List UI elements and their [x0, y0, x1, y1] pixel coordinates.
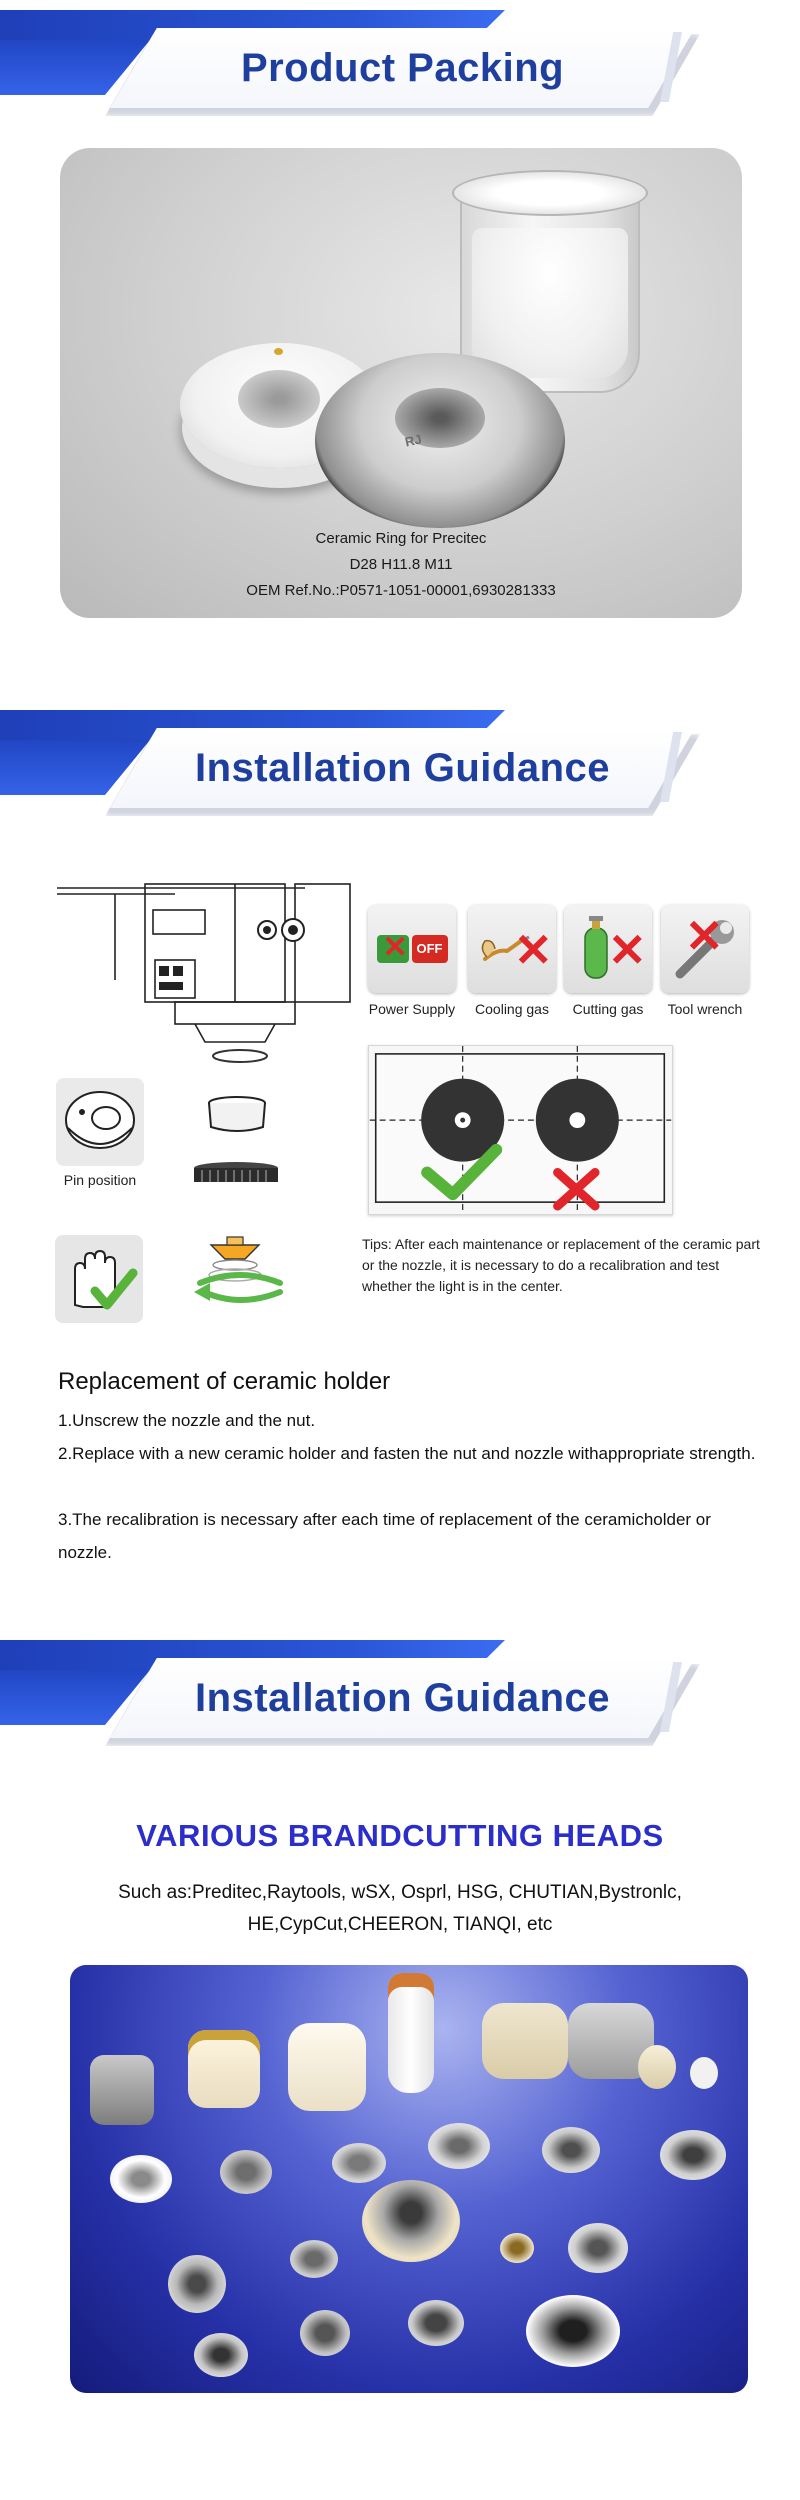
cooling-gas-icon: ✕ [468, 905, 556, 993]
pin-position-label: Pin position [63, 1172, 137, 1188]
ceramic-part [408, 2300, 464, 2346]
ceramic-part [194, 2333, 248, 2377]
ceramic-part [428, 2123, 490, 2169]
ceramic-part [110, 2155, 172, 2203]
rotate-arrow-icon [194, 1272, 283, 1303]
ceramic-part [660, 2130, 726, 2180]
tips-text: Tips: After each maintenance or replacem… [362, 1236, 760, 1294]
tool-wrench: ✕ Tool wrench [655, 905, 755, 1017]
ceramic-part [90, 2055, 154, 2125]
tool-label: Power Supply [368, 1001, 456, 1017]
section-banner-packing: Product Packing [0, 0, 800, 120]
ceramic-part [526, 2295, 620, 2367]
replacement-title: Replacement of ceramic holder [58, 1368, 391, 1395]
section-banner-installation: Installation Guidance [0, 700, 800, 820]
ceramic-part [568, 2223, 628, 2273]
banner-card [110, 1658, 695, 1738]
section-title: Installation Guidance [194, 1675, 610, 1720]
centering-test-diagram [368, 1045, 673, 1215]
installation-diagram: Pin position ✕ OFF Power Supply ✕ Coolin… [0, 860, 800, 1323]
gas-cylinder-icon: ✕ [564, 905, 652, 993]
ceramic-part [500, 2233, 534, 2263]
brands-line-2: HE,CypCut,CHEERON, TIANQI, etc [247, 1914, 553, 1935]
wrench-icon: ✕ [661, 905, 749, 993]
ceramic-part [288, 2023, 366, 2111]
cutting-head-drawing [57, 883, 351, 1043]
tool-cooling-gas: ✕ Cooling gas [462, 905, 562, 1017]
ceramic-part [188, 2030, 260, 2108]
nozzle-part [208, 1236, 262, 1282]
replacement-step-2: 2.Replace with a new ceramic holder and … [58, 1444, 756, 1463]
tool-label: Cutting gas [572, 1001, 644, 1017]
nut-part [194, 1162, 278, 1182]
metal-ring-hole [395, 388, 485, 448]
section-title: Installation Guidance [194, 745, 610, 790]
replacement-step-3: 3.The recalibration is necessary after e… [58, 1510, 711, 1562]
brands-line-1: Such as:Preditec,Raytools, wSX, Osprl, H… [118, 1882, 682, 1903]
ceramic-part [220, 2150, 272, 2194]
ceramic-part [388, 1973, 434, 2093]
ceramic-part [332, 2143, 386, 2183]
o-ring-part [212, 1049, 268, 1063]
ceramic-part [638, 2045, 676, 2089]
ceramic-part [690, 2057, 718, 2089]
ceramic-part [542, 2127, 600, 2173]
off-label: OFF [411, 935, 448, 963]
tool-label: Cooling gas [475, 1001, 549, 1017]
ceramic-holder-part [208, 1096, 266, 1132]
product-caption-line3: OEM Ref.No.:P0571-1051-00001,6930281333 [246, 582, 556, 599]
section-banner-installation-2: Installation Guidance [0, 1630, 800, 1750]
replacement-step-1: 1.Unscrew the nozzle and the nut. [58, 1411, 316, 1430]
brands-title: VARIOUS BRANDCUTTING HEADS [136, 1818, 664, 1853]
power-off-icon: ✕ OFF [368, 905, 456, 993]
packing-foam [472, 228, 628, 378]
pin-position-item: Pin position [55, 1078, 145, 1188]
tool-cutting-gas: ✕ Cutting gas [558, 905, 658, 1017]
product-caption-line2: D28 H11.8 M11 [349, 556, 453, 573]
section-title: Product Packing [240, 45, 565, 90]
ceramic-ring-pin [274, 348, 283, 355]
pin-position-icon [56, 1078, 144, 1166]
ceramic-ring-hole [238, 370, 320, 428]
ceramic-part [290, 2240, 338, 2278]
tool-power-supply: ✕ OFF Power Supply [362, 905, 462, 1017]
glove-check-icon [55, 1235, 143, 1323]
ceramic-parts-photo [70, 1965, 748, 2393]
ceramic-part [168, 2255, 226, 2313]
ceramic-part [362, 2180, 460, 2262]
ceramic-part [482, 2003, 568, 2079]
ceramic-part [300, 2310, 350, 2356]
product-photo: RJ Ceramic Ring for Precitec D28 H11.8 M… [60, 148, 742, 618]
tool-label: Tool wrench [667, 1001, 743, 1017]
packing-jar-lid [452, 170, 648, 216]
banner-card [110, 28, 695, 108]
product-caption-line1: Ceramic Ring for Precitec [315, 530, 487, 547]
banner-card [110, 728, 695, 808]
